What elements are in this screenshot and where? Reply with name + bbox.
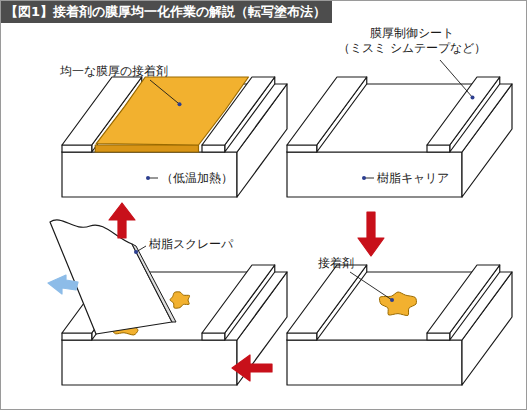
process-arrow-up (109, 203, 135, 238)
resin-carrier (287, 77, 512, 197)
callout-label: （低温加熱） (161, 171, 233, 186)
callout-label: 樹脂スクレーパ (149, 237, 233, 252)
shim-tape-front (62, 145, 92, 152)
callout-label: 接着剤 (318, 256, 354, 271)
shim-tape-front (202, 333, 225, 340)
figure-title: 【図1】接着剤の膜厚均一化作業の解説（転写塗布法） (1, 1, 332, 23)
adhesive-blob (170, 292, 190, 308)
motion-arrow (48, 275, 78, 294)
leader-dot (362, 176, 366, 180)
shim-tape-top (202, 265, 275, 333)
leaders (134, 60, 475, 302)
carrier-front (62, 340, 237, 385)
shim-tape-front (427, 145, 450, 152)
callout-label: 樹脂キャリア (377, 171, 449, 186)
shim-tape-front (287, 333, 317, 340)
leader-dot (471, 95, 475, 99)
scraper-edge (132, 244, 176, 322)
adhesive-layer (96, 77, 248, 145)
resin-carrier (62, 77, 287, 197)
label-line: （ミスミ シムテープなど） (338, 41, 486, 56)
leader-line (350, 272, 392, 300)
process-arrow-down (358, 212, 384, 256)
shim-tape-front (62, 333, 92, 340)
shim-tape-front (287, 145, 317, 152)
shim-tape-front (427, 333, 450, 340)
callout-label: 均一な膜厚の接着剤 (60, 64, 168, 79)
leader-dot (134, 250, 138, 254)
callout-label: 膜厚制御シート （ミスミ シムテープなど） (338, 26, 486, 56)
leader-dot (146, 176, 150, 180)
shim-tape-top (427, 265, 500, 333)
carrier-front (287, 340, 462, 385)
leader-line (150, 80, 180, 104)
carrier-front (62, 152, 237, 197)
carrier-front (287, 152, 462, 197)
process-arrow-left (232, 355, 272, 381)
shim-tape-top (287, 77, 367, 145)
resin-carrier (287, 265, 512, 385)
label-line: 膜厚制御シート (338, 26, 486, 41)
adhesive-layer-front (95, 145, 198, 152)
leader-dot (390, 298, 394, 302)
leader-line (440, 60, 473, 97)
leader-dot (178, 102, 182, 106)
shim-tape-front (202, 145, 225, 152)
